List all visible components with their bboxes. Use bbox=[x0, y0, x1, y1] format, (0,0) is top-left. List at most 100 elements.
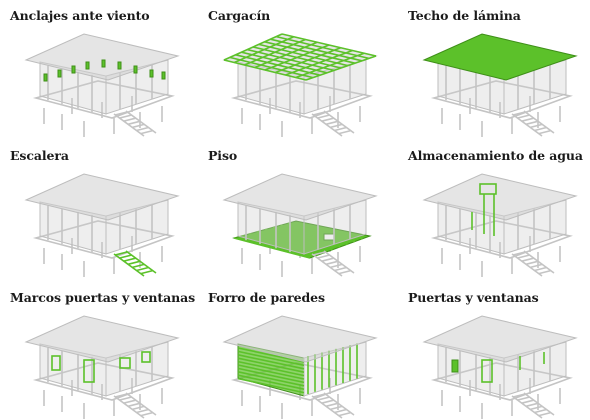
siding-board bbox=[237, 367, 305, 384]
stair-step bbox=[530, 263, 543, 269]
panel-title: Anclajes ante viento bbox=[10, 8, 150, 23]
stair-step bbox=[123, 399, 136, 404]
wind-anchor bbox=[149, 69, 154, 78]
panel-title: Techo de lámina bbox=[408, 8, 521, 23]
stair-step bbox=[127, 260, 141, 266]
panel-title: Forro de paredes bbox=[208, 290, 325, 305]
panel-puertas: Puertas y ventanas bbox=[408, 282, 590, 419]
roof bbox=[24, 33, 180, 81]
floor-joist bbox=[241, 235, 318, 257]
stair-step bbox=[512, 111, 526, 116]
stair-step bbox=[338, 129, 351, 135]
siding-board bbox=[237, 354, 305, 370]
stair-step bbox=[114, 251, 128, 256]
wind-anchor bbox=[57, 69, 62, 78]
stair-step bbox=[140, 269, 153, 275]
roof-rafter bbox=[274, 47, 342, 74]
stair-step bbox=[321, 257, 334, 262]
panel-piso: Piso bbox=[208, 140, 408, 277]
stair-step bbox=[325, 260, 339, 266]
stair-step bbox=[312, 393, 326, 398]
window-frame bbox=[119, 357, 131, 369]
stair-stringer bbox=[511, 113, 543, 137]
window-frame bbox=[141, 351, 151, 363]
roof-rafter bbox=[233, 36, 295, 64]
panel-marcos: Marcos puertas y ventanas bbox=[10, 282, 210, 419]
stair-step bbox=[334, 126, 347, 132]
window-frame bbox=[51, 355, 61, 371]
wind-anchor bbox=[43, 73, 48, 82]
roof-rafter bbox=[223, 33, 283, 61]
roof-rafter bbox=[305, 55, 377, 81]
stair-step bbox=[330, 123, 343, 129]
stair-step bbox=[512, 251, 526, 256]
stair-step bbox=[321, 117, 334, 122]
stair-step bbox=[521, 399, 534, 404]
floor-joist bbox=[257, 230, 333, 251]
roof-rafter bbox=[244, 38, 306, 66]
stair-step bbox=[521, 117, 534, 122]
wind-anchor bbox=[161, 71, 166, 80]
floor-joist bbox=[272, 226, 348, 246]
siding-board bbox=[237, 350, 305, 367]
stair-step bbox=[321, 399, 334, 404]
house-anchors-illustration bbox=[24, 33, 180, 137]
stair-stringer bbox=[311, 113, 343, 137]
stair-step bbox=[114, 393, 128, 398]
stair-step bbox=[512, 393, 526, 398]
siding-board bbox=[237, 347, 305, 363]
stair-stringer bbox=[311, 253, 343, 277]
stair-step bbox=[114, 111, 128, 116]
stair-step bbox=[136, 266, 149, 272]
stair-step bbox=[317, 114, 330, 119]
roof-rafter bbox=[285, 49, 353, 76]
stair-step bbox=[127, 120, 141, 126]
house-roof-illustration bbox=[422, 33, 578, 137]
panel-escalera: Escalera bbox=[10, 140, 210, 277]
stair-step bbox=[312, 251, 326, 256]
siding-board bbox=[237, 371, 305, 387]
stair-step bbox=[530, 123, 543, 129]
stair-step bbox=[317, 254, 330, 259]
panel-title: Escalera bbox=[10, 148, 69, 163]
stair-step bbox=[517, 254, 530, 259]
construction-steps-grid: Anclajes ante viento Cargacín Techo de l… bbox=[10, 0, 590, 419]
stair-step bbox=[534, 408, 547, 414]
house-frames-illustration bbox=[24, 315, 180, 419]
stair-step bbox=[538, 129, 551, 135]
stair-step bbox=[534, 266, 547, 272]
roof bbox=[222, 315, 378, 363]
stair-step bbox=[525, 402, 539, 408]
stair-stringer bbox=[113, 113, 145, 137]
roof bbox=[422, 33, 578, 81]
house-doors-illustration bbox=[422, 315, 578, 419]
roof bbox=[422, 315, 578, 363]
siding-board bbox=[237, 357, 305, 373]
roof-rafter bbox=[295, 52, 365, 79]
wind-anchor bbox=[101, 59, 106, 68]
stair-step bbox=[525, 120, 539, 126]
house-water-illustration bbox=[422, 173, 578, 277]
stair-step bbox=[119, 254, 132, 259]
door-frame bbox=[83, 359, 95, 383]
panel-agua: Almacenamiento de agua bbox=[408, 140, 590, 277]
stair-step bbox=[123, 257, 136, 262]
house-walls-illustration bbox=[222, 315, 378, 419]
panel-title: Almacenamiento de agua bbox=[408, 148, 583, 163]
roof bbox=[422, 173, 578, 221]
stair-step bbox=[132, 123, 145, 129]
stair-step bbox=[136, 126, 149, 132]
siding-board bbox=[237, 374, 305, 390]
roof bbox=[24, 173, 180, 221]
stair-step bbox=[140, 129, 153, 135]
panel-techo: Techo de lámina bbox=[408, 0, 590, 137]
panel-title: Puertas y ventanas bbox=[408, 290, 539, 305]
siding-board bbox=[237, 377, 305, 394]
stair-stringer bbox=[113, 253, 145, 277]
stair-step bbox=[525, 260, 539, 266]
door-panel bbox=[451, 359, 459, 373]
house-floor-illustration bbox=[222, 173, 378, 277]
panel-title: Cargacín bbox=[208, 8, 271, 23]
roof-rafter bbox=[254, 41, 318, 69]
wind-anchor bbox=[85, 61, 90, 70]
